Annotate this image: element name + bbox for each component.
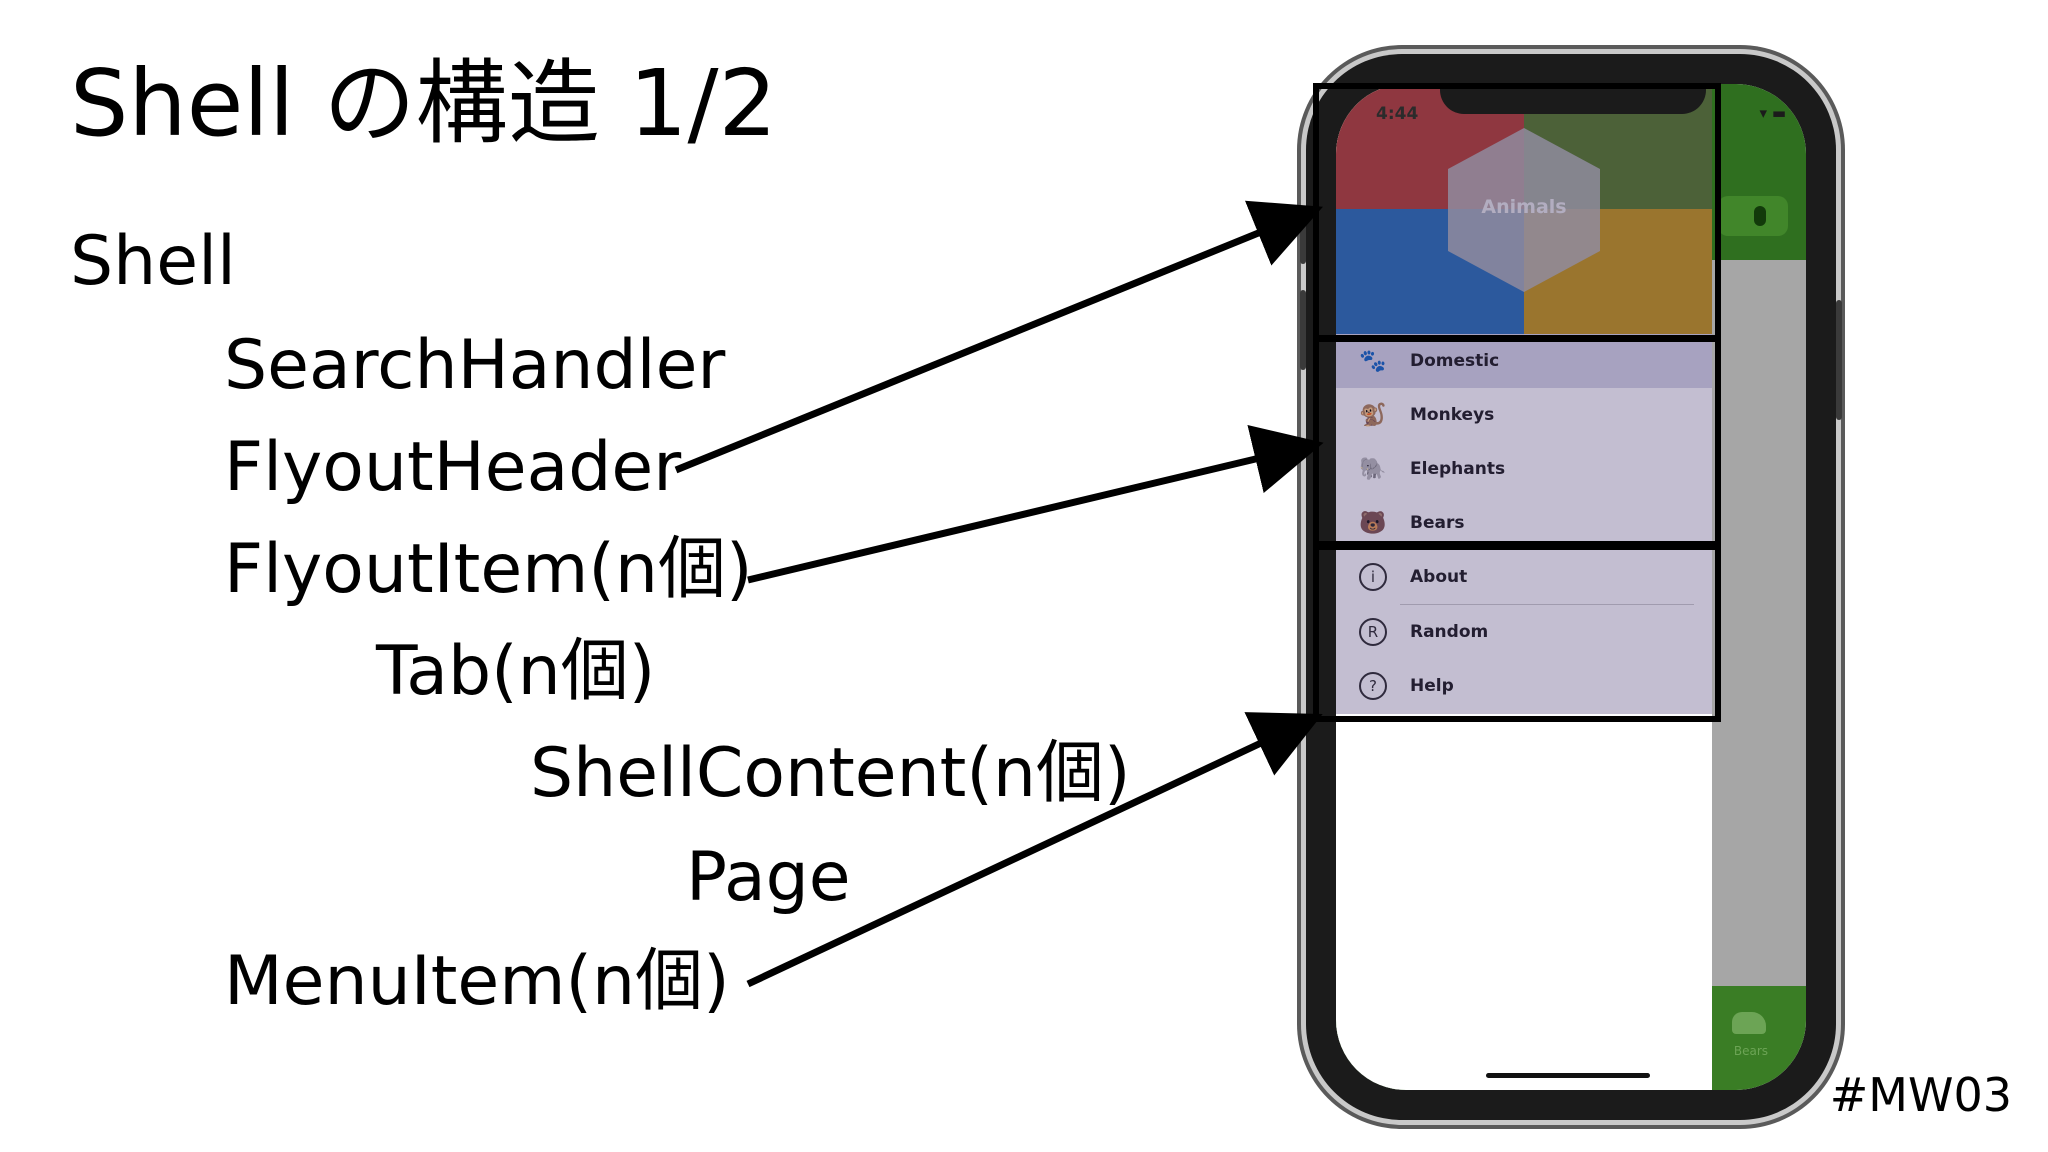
app-search-box[interactable] — [1718, 196, 1788, 236]
tree-search-handler: SearchHandler — [224, 326, 726, 405]
info-icon: i — [1358, 562, 1388, 592]
phone-notch — [1440, 84, 1706, 114]
flyout-header-title: Animals — [1481, 196, 1567, 218]
flyout-item-label: Bears — [1410, 513, 1465, 533]
flyout-item-label: Elephants — [1410, 459, 1506, 479]
xamarin-logo-icon — [1448, 128, 1600, 292]
tree-shell-content: ShellContent(n個) — [530, 734, 1131, 813]
status-icons: ▾ ▬ — [1759, 104, 1786, 122]
arrow-flyout-header — [674, 200, 1323, 474]
mic-icon[interactable] — [1754, 206, 1766, 226]
flyout-item-label: Monkeys — [1410, 405, 1495, 425]
arrow-flyout-item — [747, 424, 1324, 584]
monkey-icon: 🐒 — [1359, 402, 1387, 428]
menu-item-help[interactable]: ? Help — [1336, 659, 1712, 713]
status-time: 4:44 — [1376, 104, 1419, 124]
elephant-icon: 🐘 — [1359, 456, 1387, 482]
menu-item-label: About — [1410, 567, 1468, 587]
slide-title: Shell の構造 1/2 — [70, 50, 777, 157]
bear-tab-icon[interactable] — [1732, 1012, 1766, 1034]
tab-bears-label[interactable]: Bears — [1733, 1044, 1768, 1058]
phone-power-button — [1836, 300, 1842, 420]
paw-icon: 🐾 — [1359, 348, 1387, 374]
flyout-item-monkeys[interactable]: 🐒 Monkeys — [1336, 388, 1712, 442]
menu-item-label: Random — [1410, 622, 1489, 642]
flyout-menu: Animals 🐾 Domestic 🐒 Monkeys 🐘 Elephants… — [1336, 84, 1712, 1090]
menu-items-box — [1313, 544, 1721, 722]
tree-flyout-item: FlyoutItem(n個) — [224, 530, 753, 609]
flyout-item-elephants[interactable]: 🐘 Elephants — [1336, 442, 1712, 496]
hashtag-label: #MW03 — [1829, 1068, 2012, 1122]
flyout-item-bears[interactable]: 🐻 Bears — [1336, 496, 1712, 550]
menu-divider — [1400, 604, 1694, 605]
tree-tab: Tab(n個) — [376, 632, 656, 711]
flyout-item-label: Domestic — [1410, 351, 1500, 371]
flyout-highlight-overlay — [1336, 84, 1712, 714]
help-icon: ? — [1358, 671, 1388, 701]
registered-glyph: R — [1359, 618, 1387, 646]
phone-volume-up — [1300, 290, 1306, 370]
phone-screen: Bears Animals 🐾 Domestic 🐒 Monkeys 🐘 Ele… — [1336, 84, 1806, 1090]
tree-menu-item: MenuItem(n個) — [224, 942, 730, 1021]
tree-page: Page — [686, 838, 851, 917]
menu-item-label: Help — [1410, 676, 1454, 696]
registered-icon: R — [1358, 617, 1388, 647]
bear-icon: 🐻 — [1359, 510, 1387, 536]
home-indicator — [1486, 1073, 1650, 1078]
flyout-item-domestic[interactable]: 🐾 Domestic — [1336, 334, 1712, 388]
tree-shell: Shell — [70, 222, 236, 301]
info-glyph: i — [1359, 563, 1387, 591]
arrow-menu-item — [746, 712, 1323, 988]
tree-flyout-header: FlyoutHeader — [224, 428, 682, 507]
menu-item-about[interactable]: i About — [1336, 550, 1712, 604]
help-glyph: ? — [1359, 672, 1387, 700]
flyout-items: 🐾 Domestic 🐒 Monkeys 🐘 Elephants 🐻 Bears… — [1336, 334, 1712, 713]
menu-item-random[interactable]: R Random — [1336, 605, 1712, 659]
